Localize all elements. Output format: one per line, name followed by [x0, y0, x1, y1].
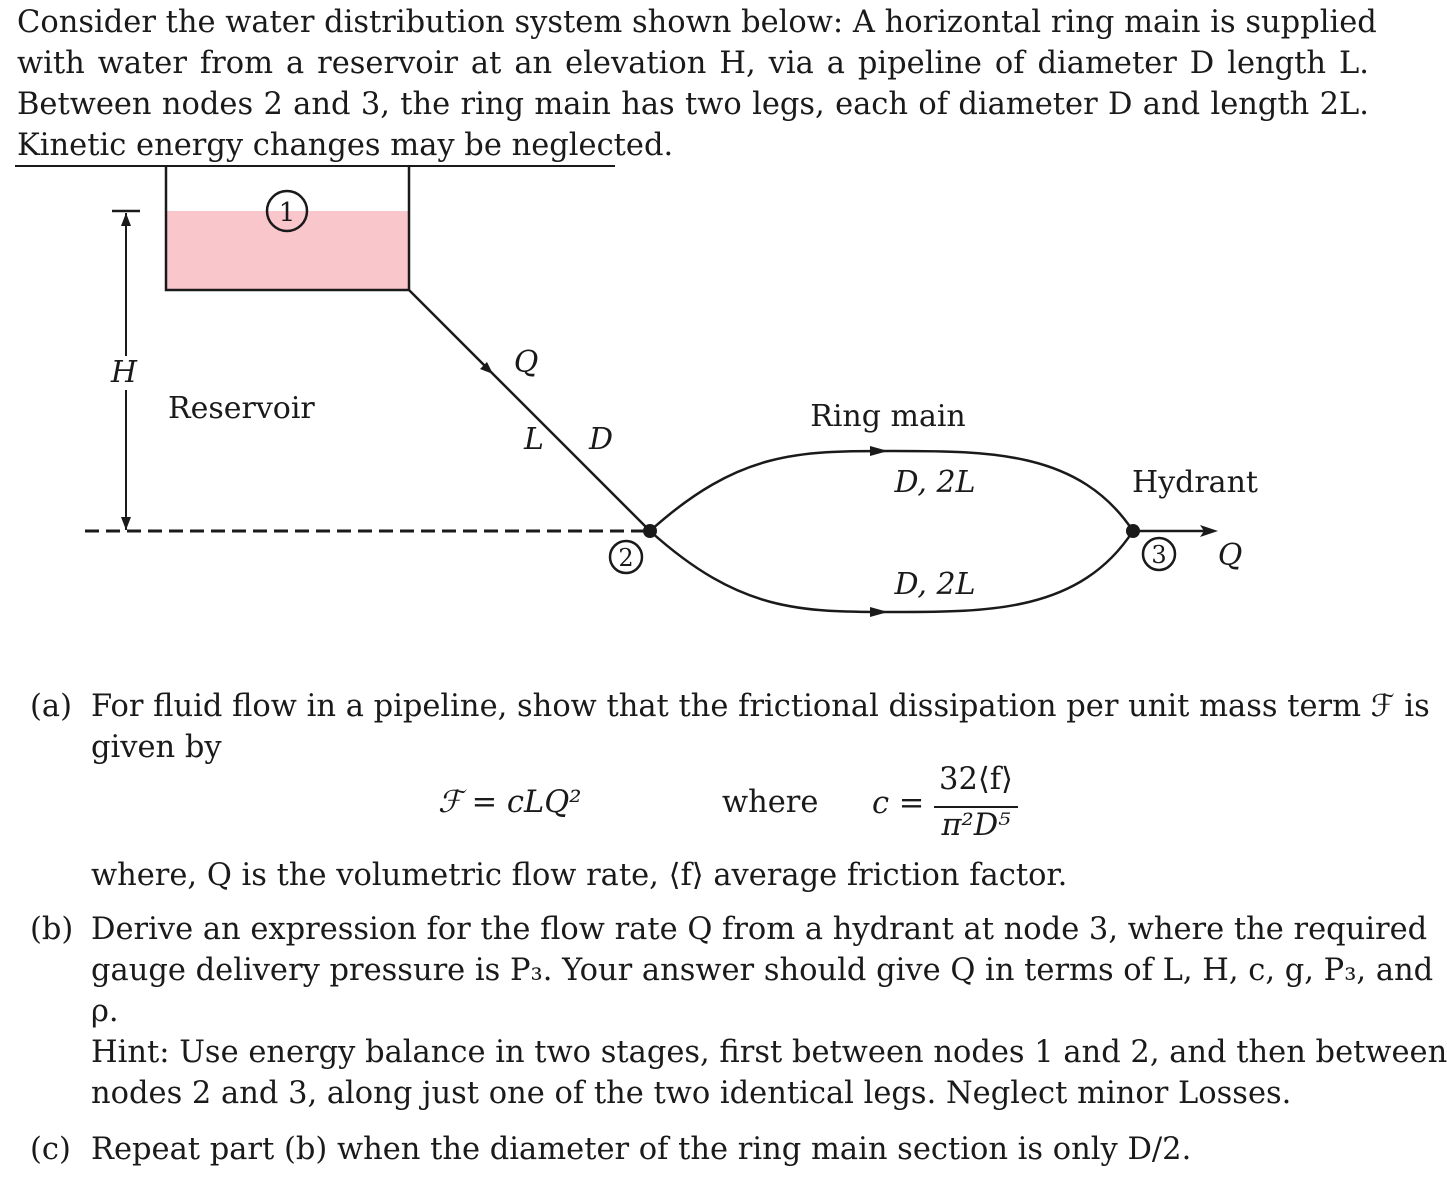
part-a-body-continued: where, Q is the volumetric flow rate, ⟨f…	[91, 855, 1368, 896]
pipe-length-label: L	[523, 422, 544, 457]
lower-leg-label: D, 2L	[893, 567, 975, 602]
node-1-marker: 1	[265, 189, 309, 233]
formula-denominator: π²D⁵	[941, 808, 1011, 843]
formula-fraction-bar	[934, 806, 1018, 808]
part-c-label: (c)	[30, 1132, 71, 1167]
intro-line: Consider the water distribution system s…	[17, 5, 1377, 40]
part-c-line: Repeat part (b) when the diameter of the…	[91, 1132, 1192, 1167]
upper-flow-arrow	[870, 446, 888, 456]
part-a-line: For fluid flow in a pipeline, show that …	[91, 689, 1430, 724]
part-a-label: (a)	[30, 689, 72, 724]
part-b-line: gauge delivery pressure is P₃. Your answ…	[91, 953, 1434, 988]
node-3-label: 3	[1151, 541, 1166, 569]
pipe-diameter-label: D	[588, 422, 613, 457]
height-label: H	[110, 355, 138, 390]
flow-label-in: Q	[514, 345, 539, 380]
part-c-body: Repeat part (b) when the diameter of the…	[91, 1129, 1368, 1170]
node-2-dot	[643, 524, 657, 538]
node-2-label: 2	[618, 544, 633, 572]
part-b-hint-line: Hint: Use energy balance in two stages, …	[91, 1035, 1447, 1070]
supply-pipe	[408, 289, 651, 532]
ring-main-lower-leg	[649, 530, 1135, 614]
hydrant-flow-arrow	[1200, 525, 1218, 537]
friction-formula: ℱ = cLQ² where c = 32⟨f⟩ π²D⁵	[0, 760, 1390, 850]
reservoir-water	[166, 211, 409, 290]
intro-paragraph: Consider the water distribution system s…	[17, 2, 1377, 166]
part-b-hint-line: nodes 2 and 3, along just one of the two…	[91, 1076, 1292, 1111]
part-b-body: Derive an expression for the flow rate Q…	[91, 909, 1447, 1114]
part-b-label: (b)	[30, 912, 74, 947]
part-a-body: For fluid flow in a pipeline, show that …	[91, 686, 1430, 768]
intro-line: with water from a reservoir at an elevat…	[17, 46, 1369, 81]
formula-c: c =	[872, 786, 925, 821]
intro-line: Kinetic energy changes may be neglected.	[17, 128, 674, 163]
part-b-line: Derive an expression for the flow rate Q…	[91, 912, 1428, 947]
water-distribution-diagram: 1 H Reservoir Q L D Ring main D, 2L D, 2…	[15, 165, 1258, 617]
part-a-line: where, Q is the volumetric flow rate, ⟨f…	[91, 858, 1068, 893]
reservoir-label: Reservoir	[168, 391, 315, 426]
flow-label-out: Q	[1218, 538, 1243, 573]
formula-numerator: 32⟨f⟩	[939, 762, 1013, 797]
formula-left: ℱ = cLQ²	[438, 785, 582, 820]
ring-main-upper-leg	[649, 449, 1135, 532]
node-1-label: 1	[279, 198, 296, 228]
supply-flow-arrow	[480, 362, 493, 374]
node-2-marker: 2	[608, 539, 644, 575]
hydrant-label: Hydrant	[1132, 465, 1258, 500]
intro-line: Between nodes 2 and 3, the ring main has…	[17, 87, 1369, 122]
formula-where: where	[722, 785, 819, 820]
part-b-line: ρ.	[91, 994, 119, 1029]
upper-leg-label: D, 2L	[893, 465, 975, 500]
node-3-marker: 3	[1141, 536, 1177, 572]
ring-main-label: Ring main	[810, 399, 966, 434]
reservoir-tank	[164, 166, 411, 292]
lower-flow-arrow	[870, 607, 888, 617]
part-a-line: given by	[91, 730, 222, 765]
height-dimension: H	[110, 209, 140, 530]
